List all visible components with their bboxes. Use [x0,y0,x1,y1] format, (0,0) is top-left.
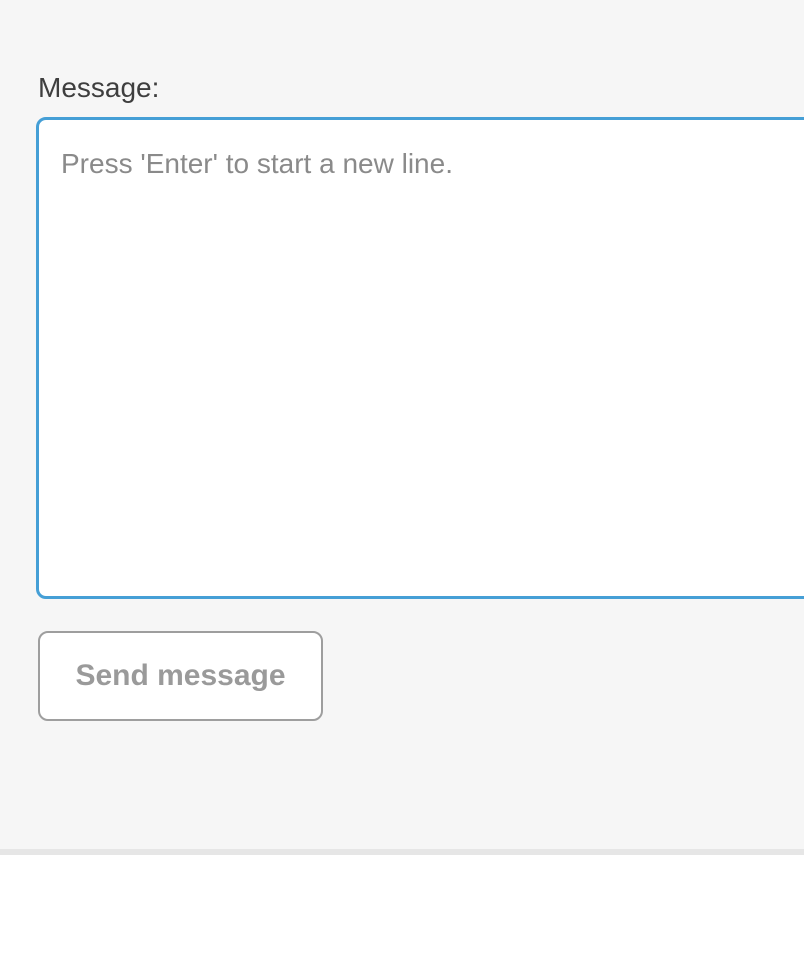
bottom-panel [0,855,804,980]
message-form-panel: Message: Send message [36,72,804,721]
message-textarea[interactable] [36,117,804,599]
message-label: Message: [38,72,160,103]
section-divider [0,849,804,855]
send-message-button[interactable]: Send message [38,631,323,721]
